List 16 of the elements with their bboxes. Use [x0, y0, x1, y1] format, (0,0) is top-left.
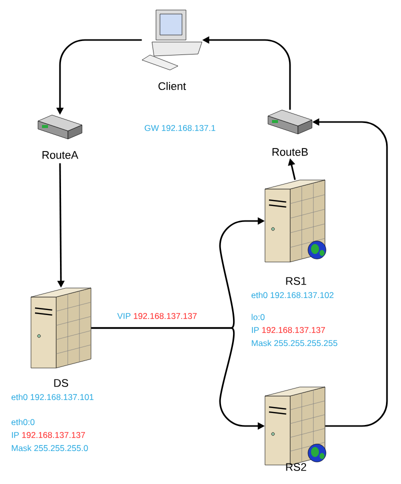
ip-label: Mask 255.255.255.255 [252, 340, 338, 346]
vip-label: VIP 192.168.137.137 [117, 313, 197, 319]
gateway-label: GW 192.168.137.1 [144, 125, 216, 131]
ip-label: lo:0 [252, 314, 265, 320]
node-label: RouteA [42, 151, 78, 159]
node-label: Client [158, 82, 186, 90]
ip-label: eth0:0 [12, 418, 34, 426]
ip-label: IP 192.168.137.137 [252, 327, 325, 333]
node-label: RouteB [272, 148, 308, 156]
ip-label: eth0 192.168.137.102 [252, 292, 334, 298]
node-label: DS [54, 379, 68, 387]
node-label: RS1 [286, 277, 306, 285]
ip-label: eth0 192.168.137.101 [12, 394, 94, 400]
ip-label: Mask 255.255.255.0 [12, 444, 88, 452]
node-label: RS2 [286, 463, 306, 471]
ip-label: IP 192.168.137.137 [12, 432, 85, 438]
